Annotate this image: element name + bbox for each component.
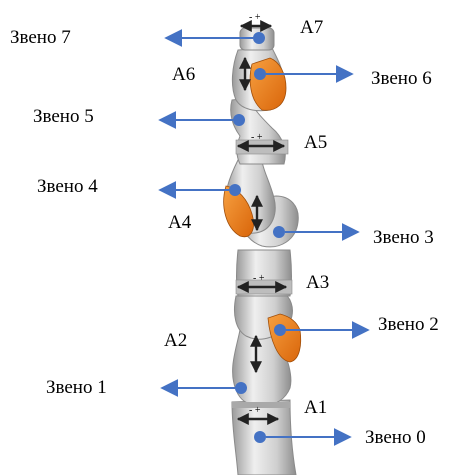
link7-label: Звено 7 [10,27,71,48]
axis-a7-label: A7 [300,17,323,38]
link0-label: Звено 0 [365,427,426,448]
axis-a5-label: A5 [304,132,327,153]
link4-orange-cover [223,185,254,238]
axis-a1-label: A1 [304,397,327,418]
axis-a4-label: A4 [168,212,192,233]
a5-sign-marks: - + [251,132,263,143]
link2-label: Звено 2 [378,314,439,335]
link4-label: Звено 4 [37,176,98,197]
link0-dot [254,431,266,443]
axis-labels: A7 A6 A5 A4 A3 A2 A1 [164,17,329,418]
link-pointers [158,29,370,446]
direction-markers [236,20,288,425]
axis-a3-label: A3 [306,272,329,293]
axis-a2-label: A2 [164,330,187,351]
link7-dot [253,32,265,44]
link6-dot [254,68,266,80]
link3-dot [273,226,285,238]
robot-body [223,27,302,475]
link3-label: Звено 3 [373,227,434,248]
link1-label: Звено 1 [46,377,107,398]
link-labels: Звено 7 Звено 6 Звено 5 Звено 4 Звено 3 … [10,27,439,448]
sign-marks: - + - + - + - + [249,12,265,416]
a1-sign-marks: - + [249,405,261,416]
a3-sign-marks: - + [253,273,265,284]
a7-sign-marks: - + [249,12,261,23]
link5-dot [233,114,245,126]
link4-dot [229,184,241,196]
joint-ring-a1 [232,402,290,408]
link2-dot [274,324,286,336]
link1-dot [235,382,247,394]
link6-label: Звено 6 [371,68,432,89]
link5-label: Звено 5 [33,106,94,127]
axis-a6-label: A6 [172,64,195,85]
